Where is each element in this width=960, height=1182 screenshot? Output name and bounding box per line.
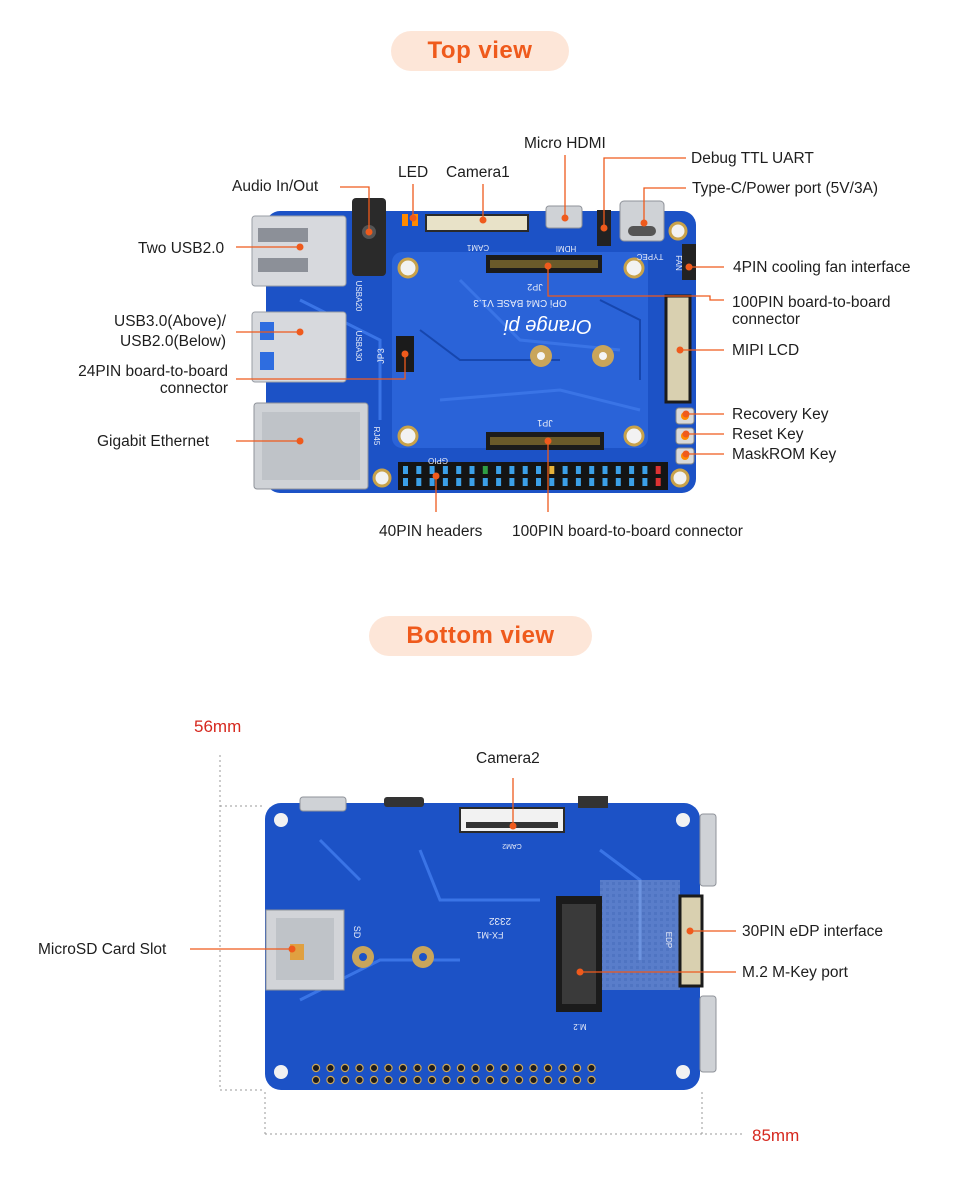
label-24pin: 24PIN board-to-board connector [56, 363, 228, 397]
label-usb2: Two USB2.0 [138, 240, 225, 257]
silk-rj45: RJ45 [372, 427, 381, 446]
silk-typec: TYPEC [636, 252, 663, 261]
silk-cam1: CAM1 [466, 243, 489, 252]
label-edp: 30PIN eDP interface [742, 923, 884, 940]
silk-usba20: USBA20 [354, 281, 363, 312]
label-camera2: Camera2 [476, 750, 540, 767]
label-m2: M.2 M-Key port [742, 964, 848, 981]
silk-hdmi: HDMI [556, 244, 576, 253]
label-usb3-line1: USB3.0(Above)/ [114, 313, 226, 330]
silk-jp2: JP2 [527, 282, 543, 292]
leader-lines [190, 155, 736, 973]
label-maskrom: MaskROM Key [732, 446, 837, 463]
silk-edp: EDP [664, 932, 673, 948]
label-reset: Reset Key [732, 426, 804, 443]
silk-bottom-part: FX-M1 [477, 930, 504, 940]
label-100pin-a-line1: 100PIN board-to-board [732, 294, 891, 311]
label-ethernet: Gigabit Ethernet [97, 433, 210, 450]
label-100pin-a-line2: connector [732, 311, 801, 328]
silk-jp1: JP1 [537, 418, 553, 428]
silk-sd: SD [352, 926, 362, 939]
label-24pin-line2: connector [159, 380, 228, 397]
label-usb3-line2: USB2.0(Below) [120, 333, 226, 350]
top-view-title: Top view [391, 31, 569, 71]
label-debug-uart: Debug TTL UART [691, 150, 814, 167]
label-100pin-a: 100PIN board-to-board connector [732, 294, 891, 328]
silk-jp3: JP3 [376, 348, 386, 364]
label-fan: 4PIN cooling fan interface [733, 259, 911, 276]
bottom-view-title: Bottom view [369, 616, 592, 656]
label-recovery: Recovery Key [732, 406, 829, 423]
top-board [251, 198, 696, 493]
label-led: LED [398, 164, 429, 181]
label-camera1: Camera1 [446, 164, 510, 181]
silk-model: OPi CM4 BASE V1.3 [473, 297, 567, 308]
dimension-height: 56mm [194, 717, 242, 736]
label-typec: Type-C/Power port (5V/3A) [692, 180, 879, 197]
label-audio: Audio In/Out [232, 178, 319, 195]
label-usb3: USB3.0(Above)/ USB2.0(Below) [100, 313, 226, 350]
silk-cam2: CAM2 [502, 842, 522, 849]
bottom-board [265, 796, 717, 1090]
dimension-lines [219, 755, 742, 1135]
label-microsd: MicroSD Card Slot [38, 941, 167, 958]
silk-fan: FAN [674, 255, 683, 271]
dimension-width: 85mm [752, 1126, 800, 1145]
leader-dots [288, 214, 694, 976]
silk-usba30: USBA30 [354, 331, 363, 362]
label-100pin-b: 100PIN board-to-board connector [512, 523, 743, 540]
silk-bottom-code: 2332 [488, 915, 511, 926]
label-40pin-headers: 40PIN headers [379, 523, 483, 540]
silk-brand: Orange pi [504, 315, 592, 337]
label-24pin-line1: 24PIN board-to-board [78, 363, 228, 380]
silk-gpio: GPIO [428, 456, 448, 465]
label-micro-hdmi: Micro HDMI [524, 135, 606, 152]
silk-m2: M.2 [573, 1022, 587, 1031]
label-mipi: MIPI LCD [732, 342, 800, 359]
